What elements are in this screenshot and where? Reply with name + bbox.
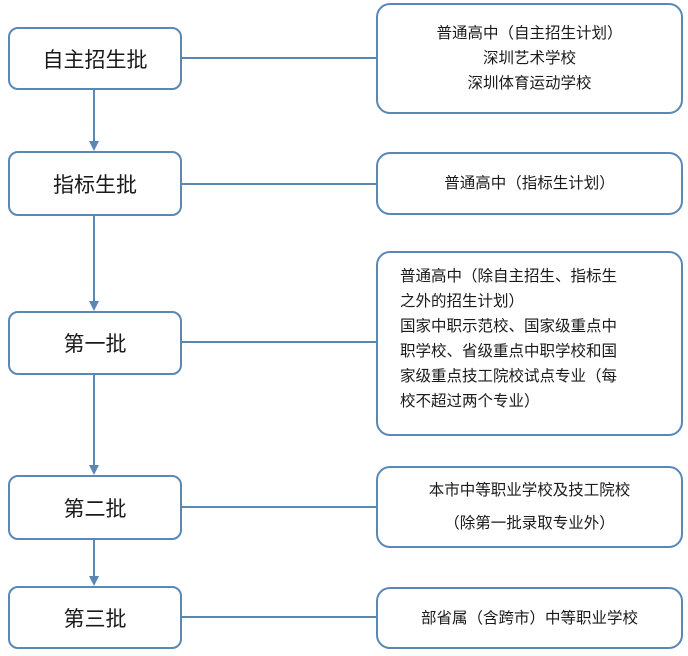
stage-box-autonomous: 自主招生批 — [8, 27, 182, 90]
stage-label: 指标生批 — [53, 172, 137, 197]
detail-box-quota: 普通高中（指标生计划） — [376, 152, 683, 215]
detail-line: 校不超过两个专业） — [400, 392, 540, 410]
stage-label: 自主招生批 — [42, 47, 148, 72]
detail-box-third: 部省属（含跨市）中等职业学校 — [376, 587, 683, 649]
detail-line: 部省属（含跨市）中等职业学校 — [420, 608, 638, 627]
stage-box-quota: 指标生批 — [8, 151, 182, 216]
detail-line: 深圳艺术学校 — [482, 49, 576, 67]
detail-line: 普通高中（除自主招生、指标生 — [400, 267, 618, 285]
detail-line: 本市中等职业学校及技工院校 — [428, 481, 631, 499]
detail-box-second: 本市中等职业学校及技工院校 （除第一批录取专业外） — [376, 466, 683, 548]
detail-box-autonomous: 普通高中（自主招生计划） 深圳艺术学校 深圳体育运动学校 — [376, 3, 683, 114]
stage-label: 第一批 — [63, 332, 127, 356]
detail-line: 国家中职示范校、国家级重点中 — [400, 317, 618, 335]
detail-line: （除第一批录取专业外） — [444, 514, 615, 532]
stage-box-first: 第一批 — [8, 311, 182, 375]
detail-line: 家级重点技工院校试点专业（每 — [400, 367, 618, 385]
detail-line: 普通高中（指标生计划） — [444, 174, 615, 192]
detail-line: 深圳体育运动学校 — [467, 74, 592, 92]
stage-label: 第三批 — [63, 606, 127, 631]
stage-box-third: 第三批 — [8, 586, 182, 649]
detail-box-first: 普通高中（除自主招生、指标生 之外的招生计划） 国家中职示范校、国家级重点中 职… — [376, 251, 683, 436]
detail-line: 职学校、省级重点中职学校和国 — [400, 342, 618, 360]
stage-box-second: 第二批 — [8, 475, 182, 540]
detail-line: 普通高中（自主招生计划） — [436, 24, 623, 42]
detail-line: 之外的招生计划） — [400, 292, 525, 310]
stage-label: 第二批 — [63, 496, 127, 521]
